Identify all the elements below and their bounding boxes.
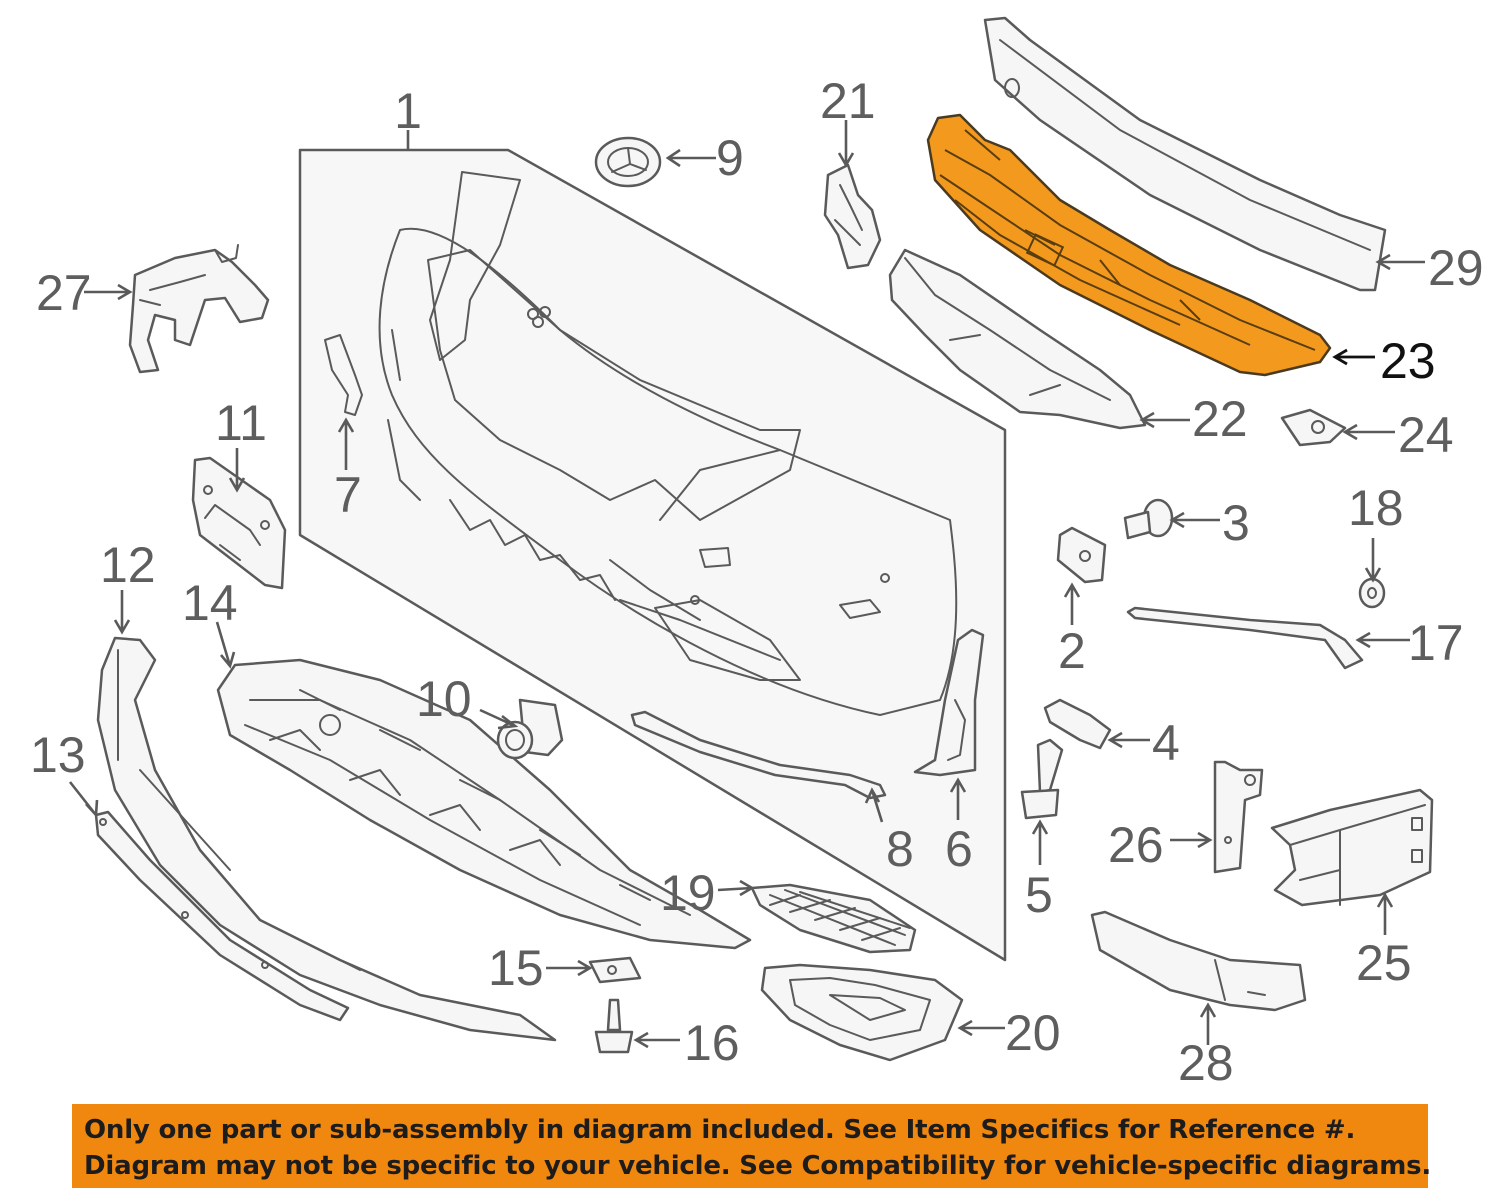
callout-6: 6 — [945, 821, 973, 877]
part-7-strip — [324, 334, 363, 416]
callout-15: 15 — [488, 940, 544, 996]
part-9-emblem — [594, 136, 662, 188]
callout-23: 23 — [1380, 333, 1436, 389]
callout-25: 25 — [1356, 935, 1412, 991]
callout-19: 19 — [660, 865, 716, 921]
part-12-spoiler — [96, 636, 557, 1042]
part-8-strip — [630, 710, 887, 800]
callout-27: 27 — [36, 265, 92, 321]
part-28-absorber — [1090, 910, 1307, 1012]
callout-16: 16 — [684, 1015, 740, 1071]
part-14-undertray — [216, 658, 752, 950]
part-2-clip — [1056, 526, 1107, 584]
part-26-bracket — [1213, 760, 1264, 874]
disclaimer-line-2: Diagram may not be specific to your vehi… — [84, 1151, 1432, 1181]
part-11-license-bracket — [191, 456, 287, 590]
part-23-impact-absorber — [926, 113, 1332, 377]
part-24-clip — [1280, 408, 1347, 447]
callout-24: 24 — [1398, 407, 1454, 463]
part-5-bolt — [1020, 738, 1064, 820]
callout-labels: 1 9 21 27 29 23 22 24 3 7 11 18 2 17 12 … — [30, 73, 1484, 1091]
part-25-mount — [1270, 788, 1434, 907]
callout-5: 5 — [1025, 867, 1053, 923]
callout-3: 3 — [1222, 495, 1250, 551]
callout-9: 9 — [716, 130, 744, 186]
leader-lines — [68, 120, 1425, 1049]
callout-8: 8 — [886, 821, 914, 877]
callout-22: 22 — [1192, 391, 1248, 447]
part-16-screw — [594, 998, 634, 1054]
part-20-fog-lamp-cover — [760, 963, 964, 1062]
callout-10: 10 — [416, 671, 472, 727]
bumper-exploded-view: 1 9 21 27 29 23 22 24 3 7 11 18 2 17 12 … — [30, 16, 1484, 1091]
callout-2: 2 — [1058, 623, 1086, 679]
callout-18: 18 — [1348, 480, 1404, 536]
part-27-bracket — [128, 244, 270, 374]
callout-21: 21 — [820, 73, 876, 129]
disclaimer-line-1: Only one part or sub-assembly in diagram… — [84, 1115, 1356, 1145]
part-22-bracket — [888, 248, 1147, 430]
callout-11: 11 — [215, 395, 267, 451]
callout-1: 1 — [394, 83, 422, 139]
disclaimer-banner: Only one part or sub-assembly in diagram… — [72, 1104, 1432, 1188]
part-19-grille-insert — [750, 883, 917, 954]
callout-4: 4 — [1152, 715, 1180, 771]
part-15-clip — [588, 956, 642, 984]
part-21-bracket — [823, 163, 882, 270]
part-17-molding — [1126, 606, 1364, 670]
part-10-park-sensor — [496, 698, 564, 760]
part-13-trim-strip — [94, 810, 350, 1022]
part-3-push-pin — [1123, 498, 1174, 540]
part-4-bracket — [1043, 698, 1112, 750]
callout-20: 20 — [1005, 1005, 1061, 1061]
callout-26: 26 — [1108, 817, 1164, 873]
part-1-bumper-cover — [298, 148, 1007, 962]
callout-7: 7 — [334, 467, 362, 523]
callout-29: 29 — [1428, 240, 1484, 296]
callout-14: 14 — [182, 575, 238, 631]
part-6-side-bracket — [913, 628, 985, 777]
callout-28: 28 — [1178, 1035, 1234, 1091]
callout-12: 12 — [100, 537, 156, 593]
part-18-washer — [1358, 577, 1386, 609]
callout-17: 17 — [1408, 615, 1464, 671]
callout-13: 13 — [30, 727, 86, 783]
